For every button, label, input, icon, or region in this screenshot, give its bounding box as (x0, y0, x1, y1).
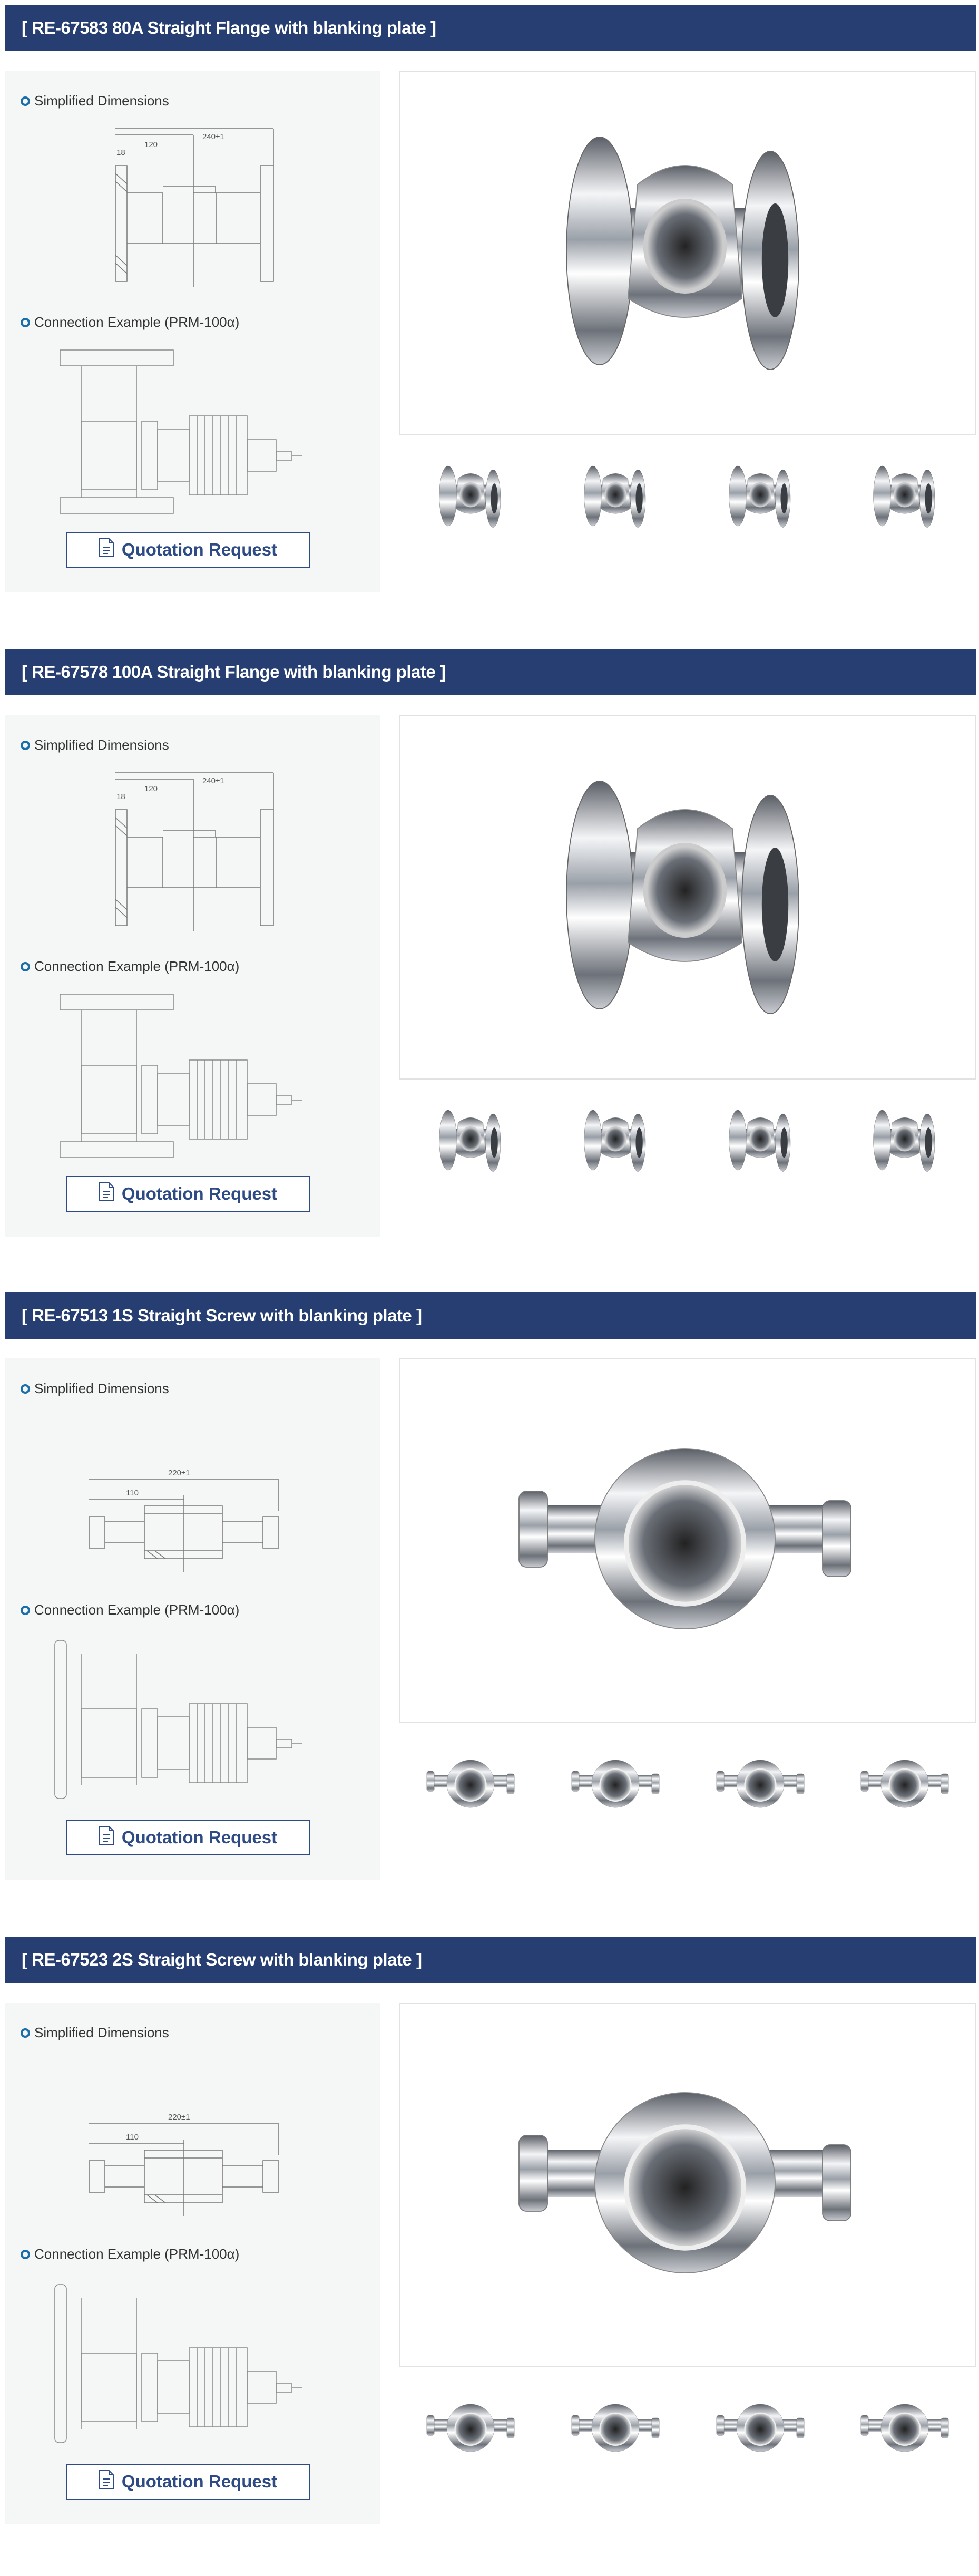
product-code: [ RE-67578 (22, 662, 108, 682)
thumbnail-image[interactable] (565, 2388, 665, 2467)
drawing-panel: Simplified Dimensions 120 240±1 18 Conne… (5, 715, 380, 1237)
quotation-request-button[interactable]: Quotation Request (66, 1820, 310, 1855)
ring-bullet-icon (21, 740, 30, 750)
dim-total: 220±1 (168, 2113, 190, 2122)
connection-heading: Connection Example (PRM-100α) (21, 2246, 239, 2262)
product-photo (399, 71, 976, 435)
product-header: [ RE-67513 1S Straight Screw with blanki… (5, 1292, 976, 1339)
drawing-panel: Simplified Dimensions 110 220±1 Connecti… (5, 2003, 380, 2524)
thumbnail-image[interactable] (855, 456, 955, 536)
product-section: [ RE-67513 1S Straight Screw with blanki… (0, 1288, 979, 1932)
connection-drawing (44, 1635, 318, 1806)
ring-bullet-icon (21, 1384, 30, 1394)
document-icon (99, 2470, 122, 2494)
product-section: [ RE-67583 80A Straight Flange with blan… (0, 0, 979, 644)
dimension-drawing: 110 220±1 (68, 2082, 289, 2221)
dim-half: 110 (126, 2133, 139, 2142)
product-section: [ RE-67523 2S Straight Screw with blanki… (0, 1932, 979, 2576)
product-code: [ RE-67523 (22, 1950, 108, 1969)
dimensions-heading: Simplified Dimensions (21, 1381, 169, 1397)
product-title: 100A Straight Flange with blanking plate… (112, 662, 446, 682)
quotation-label: Quotation Request (121, 1184, 278, 1203)
dim-half: 110 (126, 1489, 139, 1498)
document-icon (99, 1182, 122, 1206)
thumbnail-image[interactable] (420, 1744, 521, 1823)
product-title: 80A Straight Flange with blanking plate … (112, 18, 436, 37)
dim-flange: 18 (116, 148, 125, 157)
thumbnail-image[interactable] (420, 1101, 521, 1180)
dimensions-label: Simplified Dimensions (34, 1381, 169, 1396)
connection-drawing (44, 991, 318, 1163)
ring-bullet-icon (21, 317, 30, 327)
product-header: [ RE-67583 80A Straight Flange with blan… (5, 5, 976, 51)
dimensions-label: Simplified Dimensions (34, 93, 169, 109)
product-header: [ RE-67578 100A Straight Flange with bla… (5, 649, 976, 695)
connection-heading: Connection Example (PRM-100α) (21, 958, 239, 975)
dimensions-label: Simplified Dimensions (34, 2025, 169, 2040)
document-icon (99, 1825, 122, 1850)
thumbnail-image[interactable] (710, 456, 810, 536)
ring-bullet-icon (21, 961, 30, 971)
product-code: [ RE-67583 (22, 18, 108, 37)
product-photo (399, 2003, 976, 2367)
dimension-drawing: 120 240±1 18 (68, 767, 289, 939)
dimensions-heading: Simplified Dimensions (21, 737, 169, 753)
connection-drawing (44, 2279, 318, 2451)
product-photo (399, 715, 976, 1080)
connection-label: Connection Example (PRM-100α) (34, 2246, 240, 2262)
ring-bullet-icon (21, 2028, 30, 2038)
dim-total: 240±1 (202, 776, 224, 785)
thumbnail-image[interactable] (855, 1101, 955, 1180)
product-section: [ RE-67578 100A Straight Flange with bla… (0, 644, 979, 1288)
quotation-label: Quotation Request (121, 2472, 278, 2491)
ring-bullet-icon (21, 1605, 30, 1615)
thumbnail-image[interactable] (710, 2388, 810, 2467)
quotation-request-button[interactable]: Quotation Request (66, 2464, 310, 2500)
drawing-panel: Simplified Dimensions 120 240±1 18 Conne… (5, 71, 380, 592)
dimensions-heading: Simplified Dimensions (21, 93, 169, 109)
connection-label: Connection Example (PRM-100α) (34, 314, 240, 330)
dimension-drawing: 120 240±1 18 (68, 123, 289, 295)
thumbnail-image[interactable] (565, 1101, 665, 1180)
ring-bullet-icon (21, 96, 30, 106)
dim-flange: 18 (116, 792, 125, 801)
quotation-request-button[interactable]: Quotation Request (66, 1176, 310, 1212)
connection-label: Connection Example (PRM-100α) (34, 1602, 240, 1618)
connection-heading: Connection Example (PRM-100α) (21, 314, 239, 330)
connection-label: Connection Example (PRM-100α) (34, 958, 240, 974)
dimensions-heading: Simplified Dimensions (21, 2025, 169, 2041)
dimensions-label: Simplified Dimensions (34, 737, 169, 753)
quotation-label: Quotation Request (121, 540, 278, 559)
thumbnail-image[interactable] (710, 1101, 810, 1180)
quotation-label: Quotation Request (121, 1827, 278, 1847)
thumbnail-image[interactable] (855, 2388, 955, 2467)
thumbnail-image[interactable] (420, 2388, 521, 2467)
product-photo (399, 1358, 976, 1723)
product-title: 2S Straight Screw with blanking plate ] (112, 1950, 422, 1969)
connection-heading: Connection Example (PRM-100α) (21, 1602, 239, 1618)
document-icon (99, 538, 122, 562)
thumbnail-image[interactable] (565, 456, 665, 536)
connection-drawing (44, 347, 318, 519)
dim-half: 120 (144, 140, 158, 149)
thumbnail-image[interactable] (710, 1744, 810, 1823)
quotation-request-button[interactable]: Quotation Request (66, 532, 310, 568)
dim-total: 220±1 (168, 1469, 190, 1477)
product-title: 1S Straight Screw with blanking plate ] (112, 1306, 422, 1325)
dimension-drawing: 110 220±1 (68, 1437, 289, 1577)
drawing-panel: Simplified Dimensions 110 220±1 Connecti… (5, 1358, 380, 1880)
product-header: [ RE-67523 2S Straight Screw with blanki… (5, 1937, 976, 1983)
product-code: [ RE-67513 (22, 1306, 108, 1325)
dim-half: 120 (144, 784, 158, 793)
thumbnail-image[interactable] (855, 1744, 955, 1823)
dim-total: 240±1 (202, 132, 224, 141)
ring-bullet-icon (21, 2249, 30, 2259)
thumbnail-image[interactable] (565, 1744, 665, 1823)
thumbnail-image[interactable] (420, 456, 521, 536)
